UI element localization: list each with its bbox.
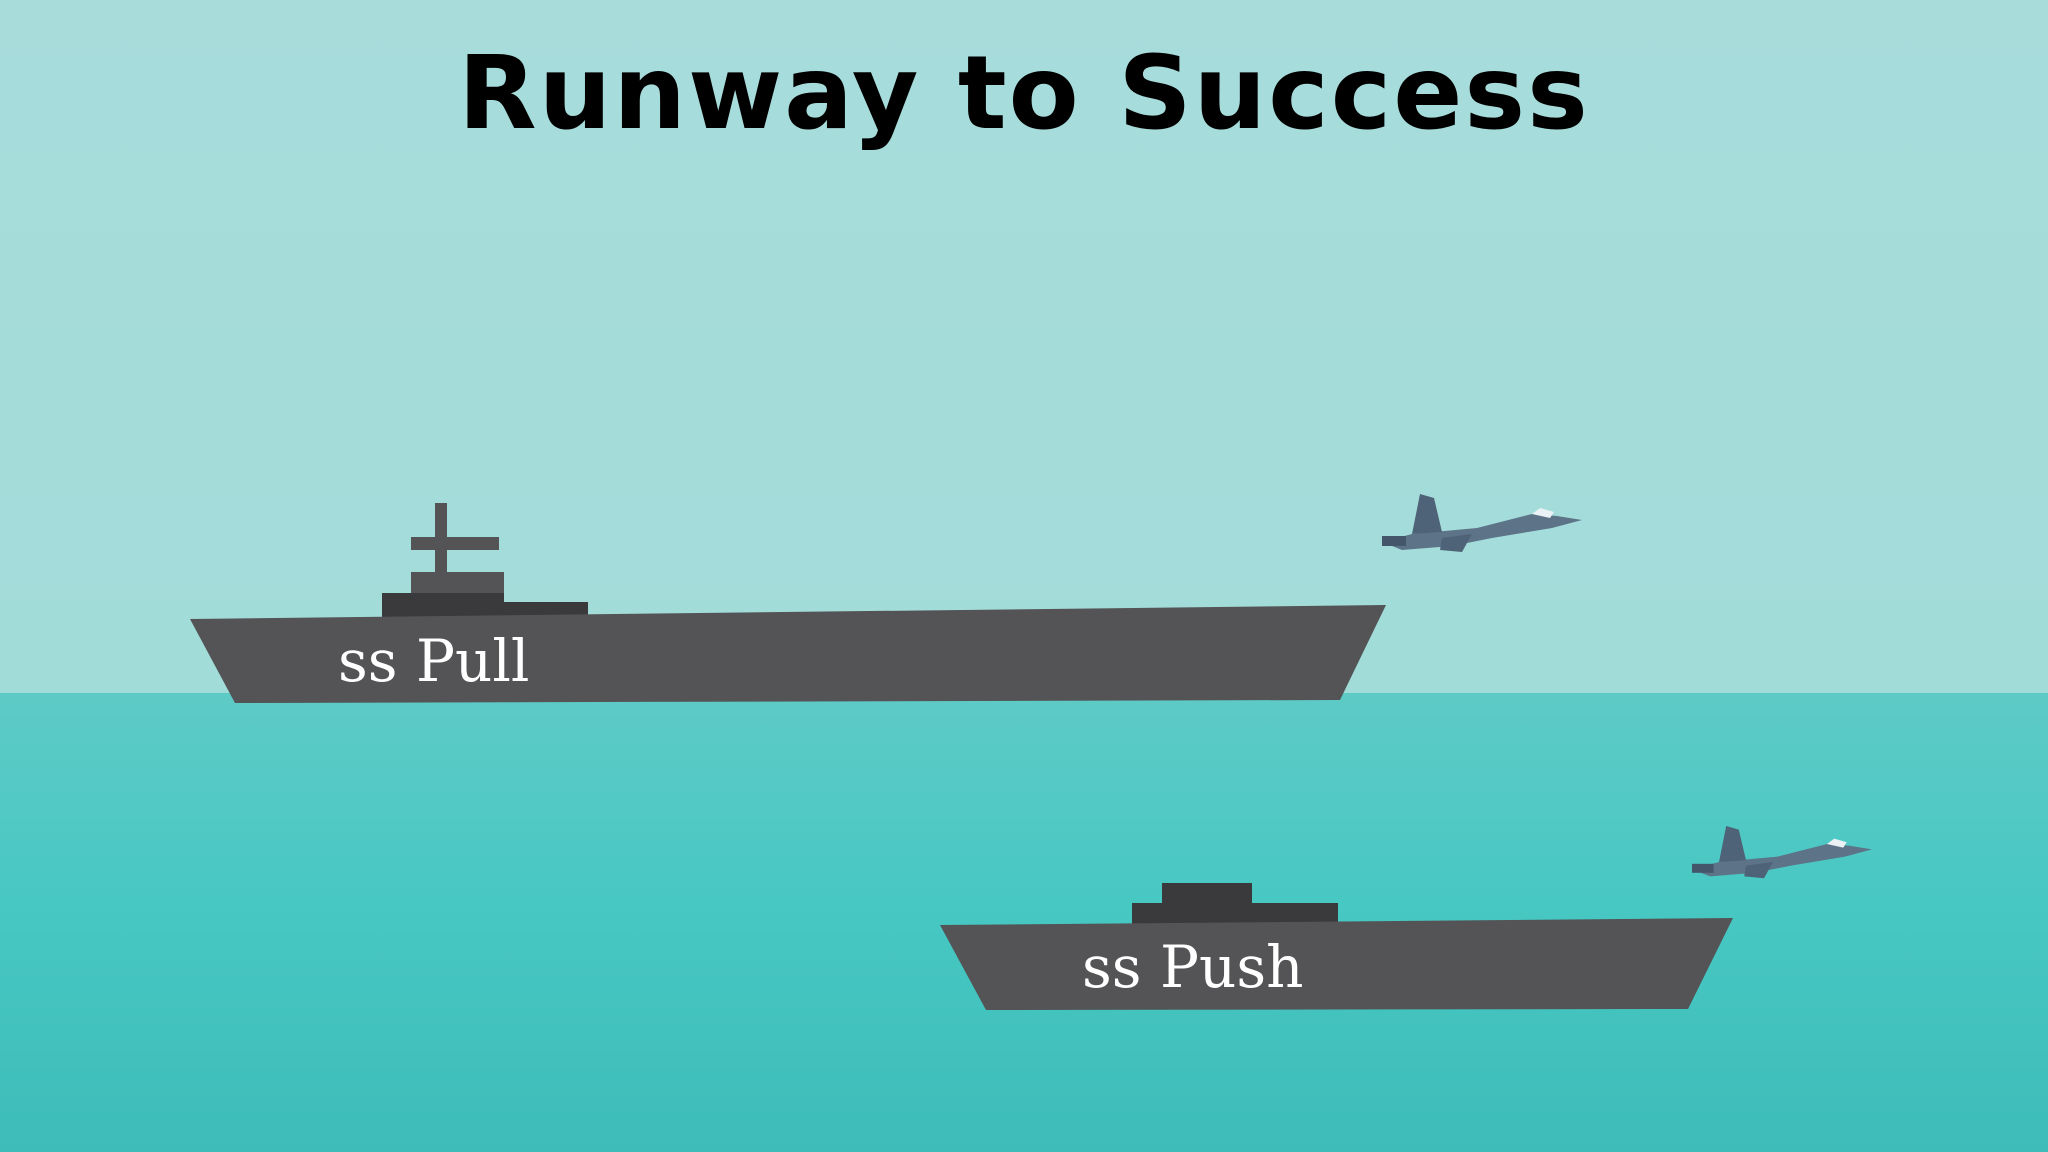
slide-title: Runway to Success — [458, 34, 1590, 153]
carrier-ship-pull-icon — [190, 503, 1386, 703]
carrier-ship-push-icon — [940, 883, 1733, 1010]
ship-name-push: ss Push — [1082, 933, 1304, 1001]
fighter-jet-icon — [1382, 494, 1582, 552]
fighter-jet-icon — [1692, 826, 1872, 879]
ship-name-pull: ss Pull — [338, 627, 530, 695]
sky-background — [0, 0, 2048, 693]
